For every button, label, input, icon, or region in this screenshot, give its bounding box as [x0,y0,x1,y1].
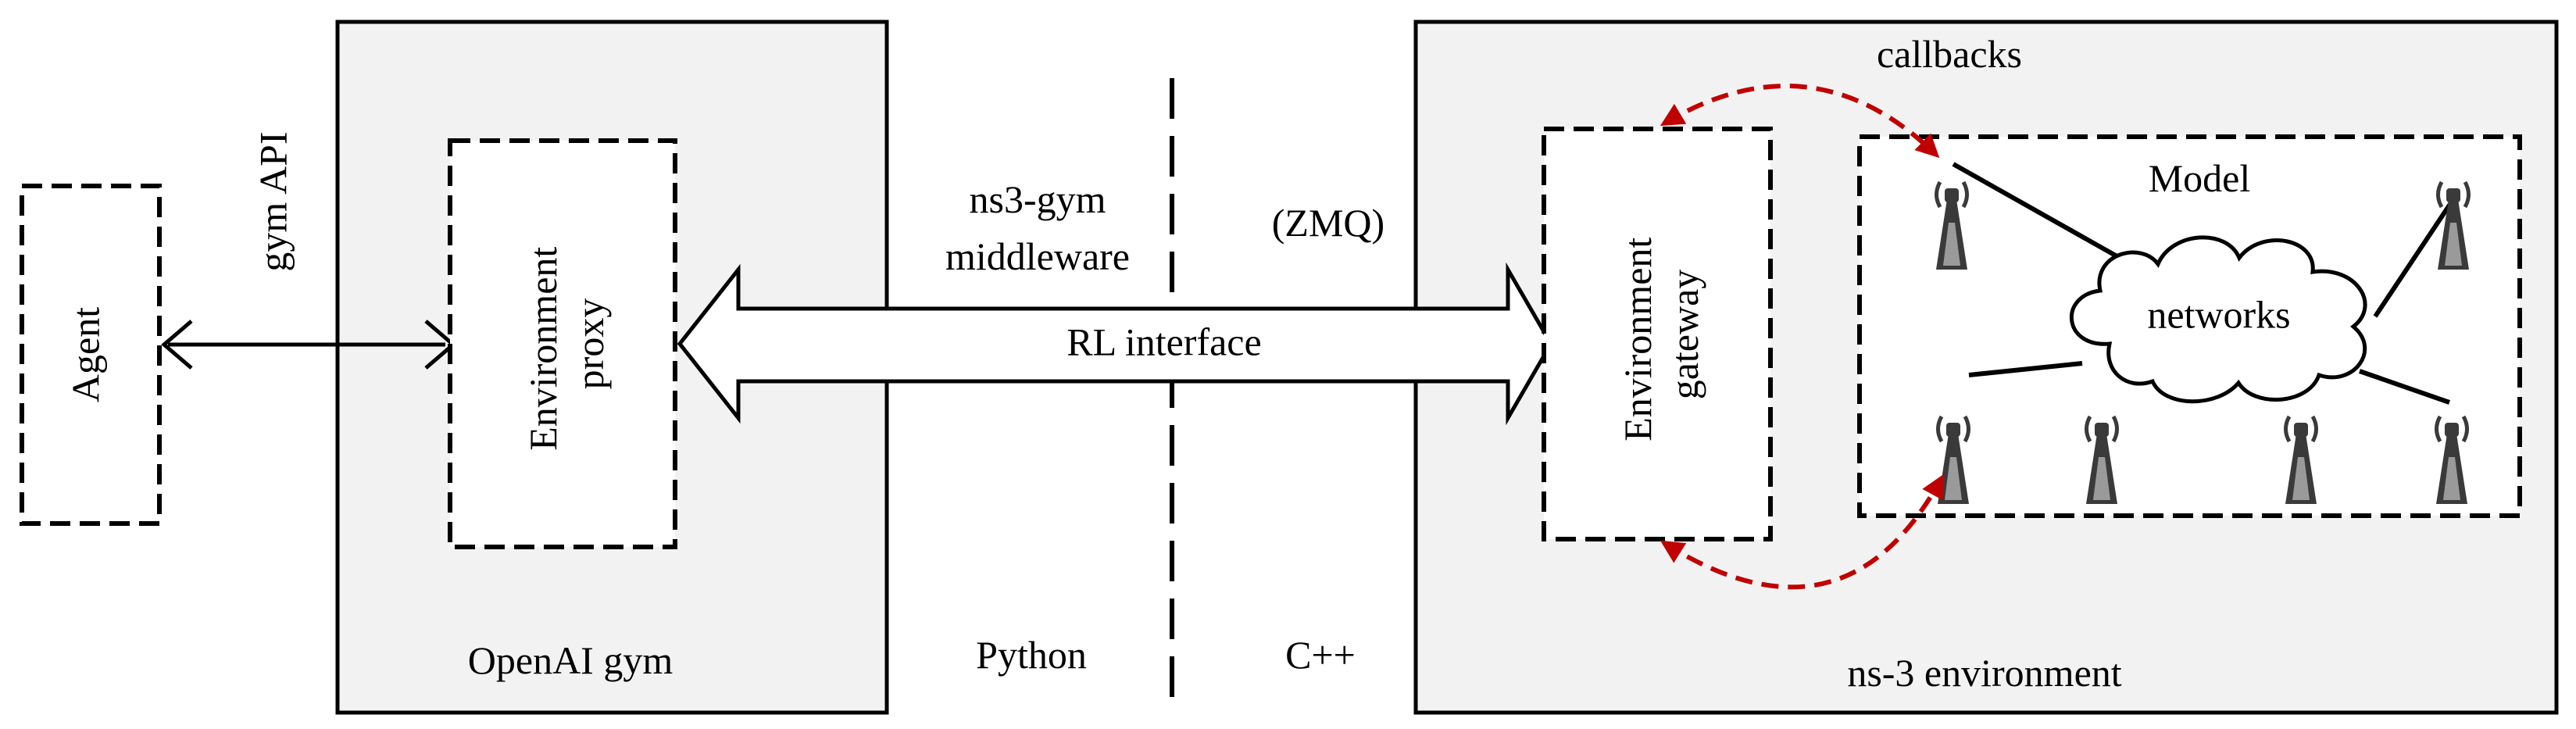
environment-gateway-box [1542,127,1773,541]
cpp-label: C++ [1285,633,1356,677]
environment-gateway-line1: Environment [1616,238,1660,441]
openai-gym-label: OpenAI gym [468,638,673,682]
environment-proxy-line1: Environment [521,247,565,451]
rl-interface-label: RL interface [1066,320,1261,363]
environment-proxy-box [448,138,677,549]
environment-proxy-line2: proxy [568,298,612,390]
agent-label: Agent [63,307,107,402]
environment-proxy-label: Environment proxy [521,237,612,451]
environment-gateway-label: Environment gateway [1616,227,1706,441]
callbacks-label: callbacks [1877,32,2022,76]
agent-box [20,184,162,526]
ns3-gym-line2: middleware [945,234,1130,278]
gym-api-label: gym API [251,131,295,271]
environment-gateway-line2: gateway [1663,270,1706,400]
network-links [1952,162,2456,405]
ns3-environment-label: ns-3 environment [1847,651,2121,695]
model-label: Model [2149,156,2251,200]
python-label: Python [976,633,1087,677]
cloud-icon [2070,235,2367,404]
ns3-gym-line1: ns3-gym [970,177,1106,221]
zmq-label: (ZMQ) [1272,201,1384,245]
networks-label: networks [2147,292,2290,336]
callback-arrow-top [1660,84,1940,159]
callback-arrow-bottom [1660,473,1944,590]
